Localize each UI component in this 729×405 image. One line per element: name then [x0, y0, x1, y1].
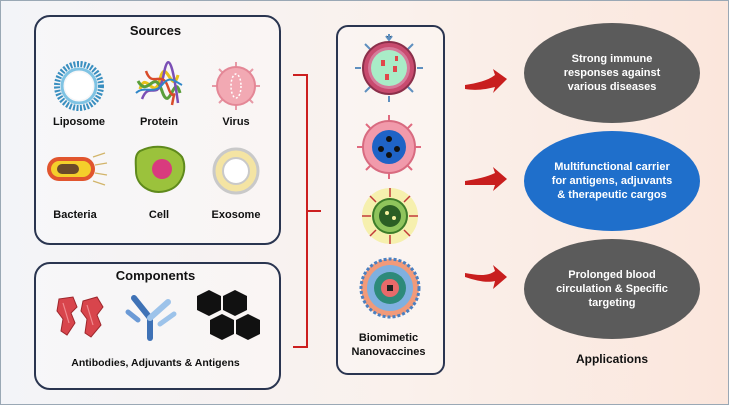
source-label-liposome: Liposome	[53, 116, 105, 128]
protein-icon	[135, 61, 183, 106]
sources-title: Sources	[129, 23, 182, 38]
liposome-icon	[54, 61, 104, 111]
application-oval-3: Prolonged blood circulation & Specific t…	[524, 239, 700, 339]
exosome-icon	[212, 147, 260, 195]
application-text-3: Prolonged blood circulation & Specific t…	[556, 269, 668, 309]
sources-panel	[34, 15, 281, 245]
source-label-cell: Cell	[148, 209, 170, 221]
source-label-exosome: Exosome	[211, 209, 261, 221]
nanovaccine-label-line1: Biomimetic	[358, 332, 419, 344]
adjuvant-icon	[197, 290, 260, 340]
arrow-icon-middle	[465, 167, 507, 191]
antibody-icon	[125, 295, 177, 341]
merge-bracket	[293, 74, 321, 348]
nanovaccine-icon-2	[357, 115, 421, 179]
cell-icon	[134, 145, 186, 193]
bacteria-icon	[47, 152, 108, 186]
antigen-icon	[56, 296, 104, 338]
arrow-icon-bottom	[465, 265, 507, 289]
applications-title: Applications	[575, 352, 648, 366]
application-oval-2: Multifunctional carrier for antigens, ad…	[524, 131, 700, 231]
components-caption: Antibodies, Adjuvants & Antigens	[71, 357, 240, 369]
source-label-virus: Virus	[222, 116, 250, 128]
application-oval-1: Strong immune responses against various …	[524, 23, 700, 123]
arrow-icon-top	[465, 69, 507, 93]
virus-icon	[212, 62, 260, 110]
application-text-1: Strong immune responses against various …	[563, 53, 661, 93]
nanovaccine-icon-1	[355, 34, 423, 102]
components-title: Components	[115, 268, 196, 283]
nanovaccine-icon-4	[359, 257, 421, 319]
nanovaccine-icon-3	[362, 188, 418, 244]
application-text-2: Multifunctional carrier for antigens, ad…	[551, 161, 673, 201]
source-label-protein: Protein	[140, 116, 178, 128]
nanovaccine-label-line2: Nanovaccines	[351, 346, 426, 358]
source-label-bacteria: Bacteria	[53, 209, 97, 221]
